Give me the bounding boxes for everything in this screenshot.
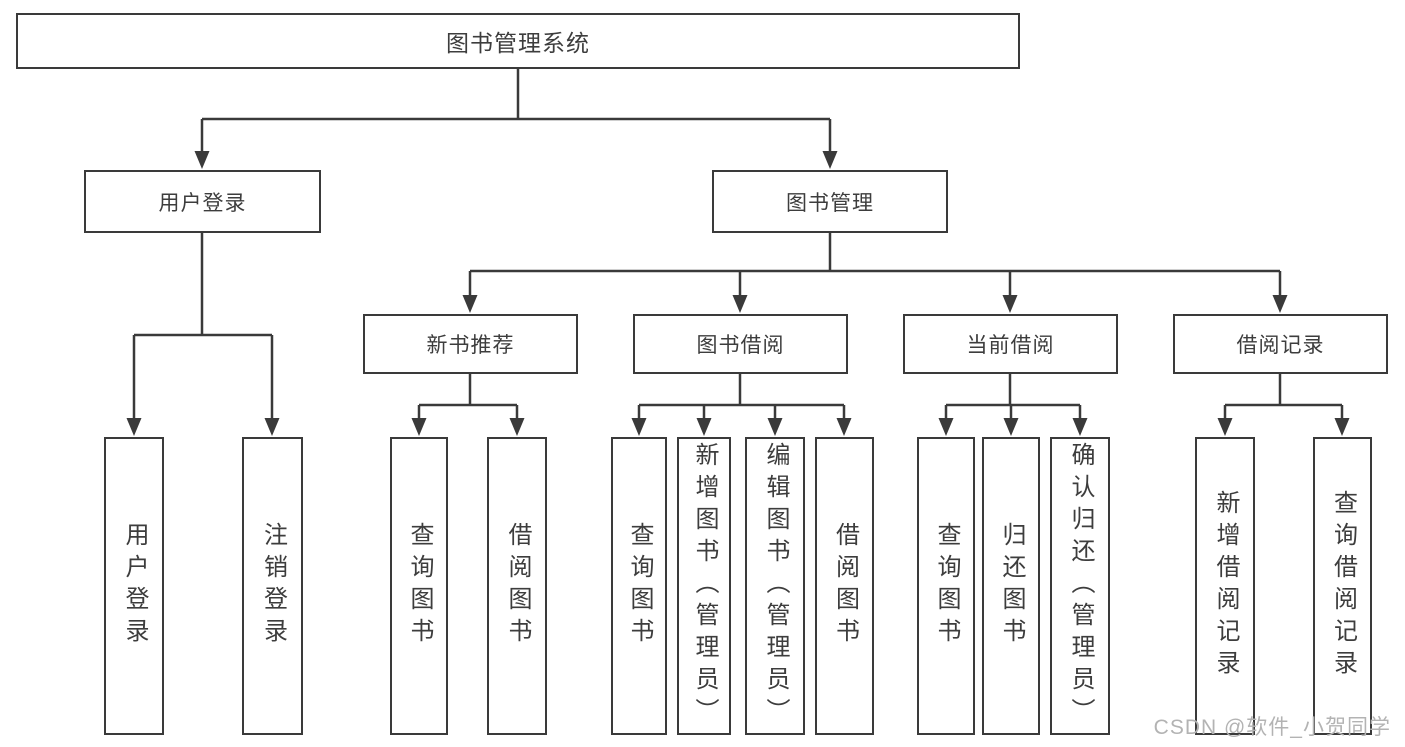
node-label: 图书借阅 xyxy=(696,334,785,357)
leaf-query-borrow-record: 查询借阅记录 xyxy=(1313,437,1372,735)
node-label: 注销登录 xyxy=(259,522,287,650)
node-label: 查询图书 xyxy=(406,522,433,650)
node-label: 用户登录 xyxy=(158,191,247,215)
arrow-icon xyxy=(411,418,427,436)
arrow-icon xyxy=(509,418,525,436)
arrow-icon xyxy=(822,151,838,169)
node-label: 编辑图书（管理员） xyxy=(762,442,789,730)
arrow-icon xyxy=(462,295,478,313)
node-label: 新书推荐 xyxy=(426,334,515,357)
node-label: 新增借阅记录 xyxy=(1212,490,1239,682)
leaf-add-borrow-record: 新增借阅记录 xyxy=(1195,437,1255,735)
node-label: 借阅图书 xyxy=(504,522,531,650)
leaf-confirm-return-admin: 确认归还（管理员） xyxy=(1050,437,1110,735)
leaf-borrow-books-2: 借阅图书 xyxy=(815,437,874,735)
connector-current-borrow xyxy=(944,374,1082,418)
leaf-logout: 注销登录 xyxy=(242,437,303,735)
connector-borrow-record xyxy=(1223,374,1344,418)
node-current-borrow: 当前借阅 xyxy=(903,314,1118,374)
arrow-icon xyxy=(126,418,142,436)
watermark: CSDN @软件_小贺同学 xyxy=(1153,716,1391,739)
node-user-login: 用户登录 xyxy=(84,170,321,233)
connector-book-mgmt xyxy=(468,233,1282,295)
arrow-icon xyxy=(194,151,210,169)
connector-new-book xyxy=(417,374,519,418)
arrow-icon xyxy=(1217,418,1233,436)
node-label: 借阅记录 xyxy=(1236,334,1325,357)
leaf-query-books-2: 查询图书 xyxy=(611,437,667,735)
leaf-user-login: 用户登录 xyxy=(104,437,164,735)
leaf-return-book: 归还图书 xyxy=(982,437,1040,735)
arrowheads xyxy=(126,151,1350,436)
arrow-icon xyxy=(767,418,783,436)
arrow-icon xyxy=(938,418,954,436)
node-root: 图书管理系统 xyxy=(16,13,1020,69)
arrow-icon xyxy=(1334,418,1350,436)
arrow-icon xyxy=(264,418,280,436)
node-label: 新增图书（管理员） xyxy=(691,442,718,730)
node-label: 图书管理系统 xyxy=(446,30,590,56)
node-label: 当前借阅 xyxy=(966,334,1055,357)
node-label: 借阅图书 xyxy=(831,522,859,650)
node-label: 确认归还（管理员） xyxy=(1067,442,1094,730)
leaf-query-books-3: 查询图书 xyxy=(917,437,975,735)
node-label: 归还图书 xyxy=(998,522,1025,650)
connector-user-login xyxy=(132,233,274,418)
node-book-management: 图书管理 xyxy=(712,170,948,233)
arrow-icon xyxy=(631,418,647,436)
arrow-icon xyxy=(1002,295,1018,313)
node-label: 用户登录 xyxy=(121,522,148,650)
arrow-icon xyxy=(732,295,748,313)
node-borrow-records: 借阅记录 xyxy=(1173,314,1388,374)
leaf-query-books-1: 查询图书 xyxy=(390,437,448,735)
node-label: 图书管理 xyxy=(786,191,874,215)
arrow-icon xyxy=(1072,418,1088,436)
leaf-borrow-books-1: 借阅图书 xyxy=(487,437,547,735)
arrow-icon xyxy=(696,418,712,436)
arrow-icon xyxy=(1272,295,1288,313)
node-new-book-recommend: 新书推荐 xyxy=(363,314,578,374)
node-label: 查询图书 xyxy=(626,522,653,650)
connector-root xyxy=(200,69,832,151)
node-label: 查询借阅记录 xyxy=(1329,490,1357,682)
arrow-icon xyxy=(836,418,852,436)
connector-book-borrow xyxy=(637,374,846,418)
leaf-add-book-admin: 新增图书（管理员） xyxy=(677,437,731,735)
node-book-borrow: 图书借阅 xyxy=(633,314,848,374)
arrow-icon xyxy=(1003,418,1019,436)
leaf-edit-book-admin: 编辑图书（管理员） xyxy=(745,437,805,735)
node-label: 查询图书 xyxy=(933,522,960,650)
